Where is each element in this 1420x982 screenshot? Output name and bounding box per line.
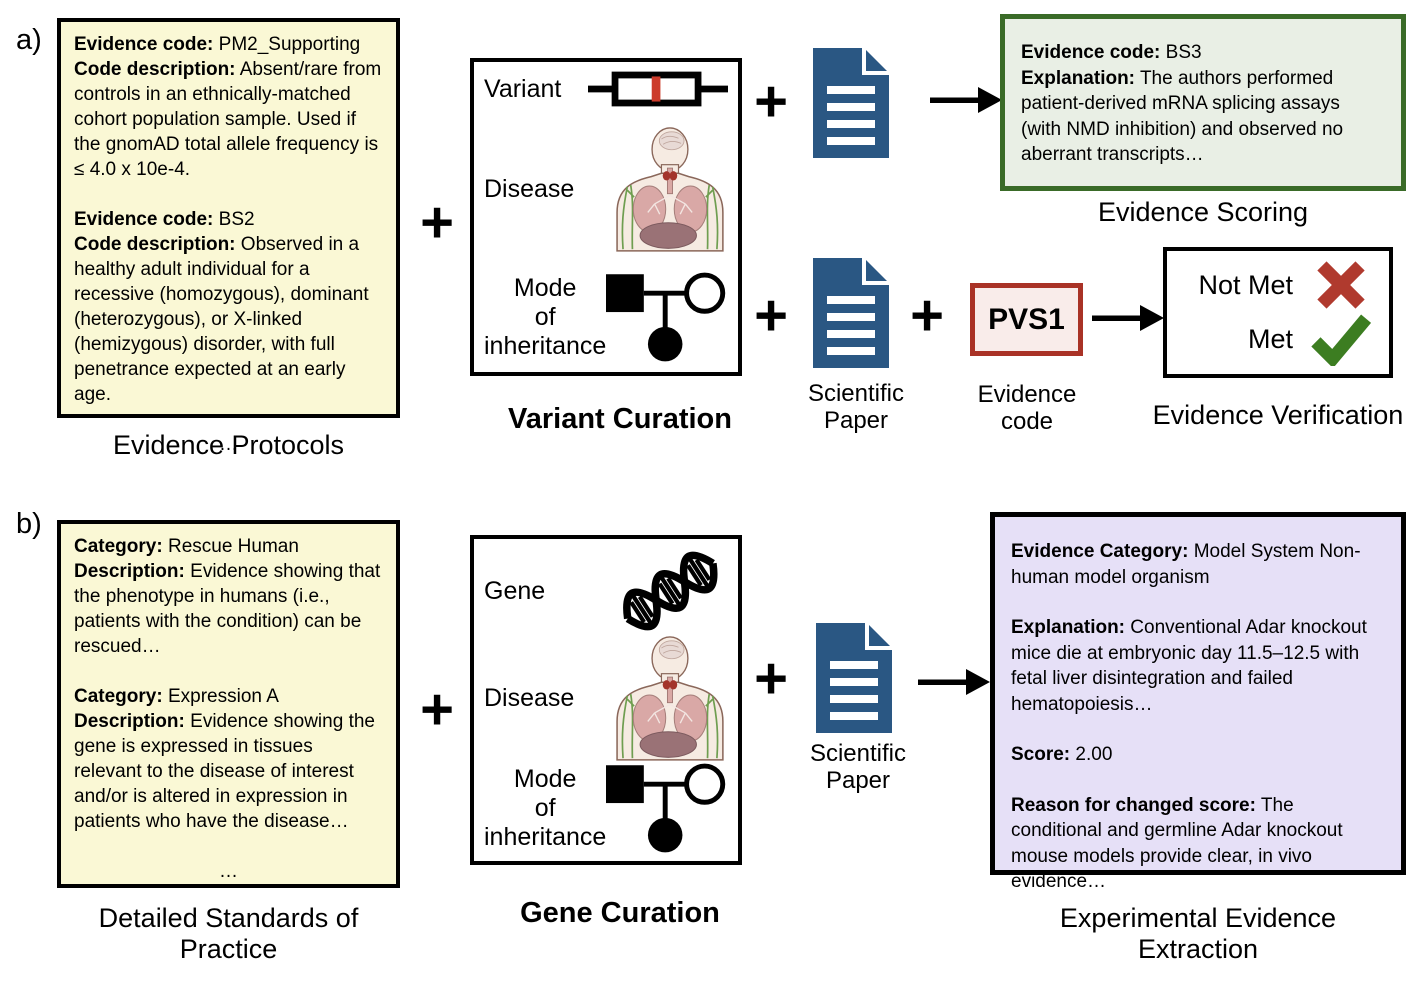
check-icon [1309,314,1373,366]
evidence-scoring-box: Evidence code: BS3 Explanation: The auth… [1000,14,1406,191]
category-label: Category: [74,536,163,557]
gene-curation-box: Gene Disease Mode of inheritance [470,535,742,865]
not-met-label: Not Met [1198,269,1293,300]
met-label: Met [1247,324,1293,355]
extraction-reason: Reason for changed score: The conditiona… [1011,793,1385,895]
variant-curation-caption: Variant Curation [508,403,732,435]
plus-sign: + [754,646,788,711]
scoring-text: Evidence code: BS3 Explanation: The auth… [1021,40,1385,168]
scoring-code-label: Evidence code: [1021,42,1161,63]
mode-of-inheritance-label: Mode of inheritance [484,273,607,360]
gene-label: Gene [484,576,546,605]
extraction-explanation-label: Explanation: [1011,617,1126,638]
met-row: Met [1183,314,1373,366]
cross-icon [1309,259,1373,311]
pedigree-icon [606,270,728,364]
protocol-entry: Evidence code: BS2 Code description: Obs… [74,207,383,407]
disease-label: Disease [484,174,575,203]
extraction-score-label: Score: [1011,744,1071,765]
scoring-code-value: BS3 [1165,42,1202,63]
description-label: Description: [74,561,185,582]
extraction-caption: Experimental Evidence Extraction [1059,903,1337,964]
description-value: Evidence showing the gene is expressed i… [74,711,375,832]
disease-body-icon [600,126,728,252]
description-label: Description: [74,711,185,732]
arrow-icon [1092,305,1164,331]
variant-curation-box: Variant Disease Mode of inheritance [470,58,742,376]
evidence-code-box: PVS1 [970,283,1083,356]
extraction-score: Score: 2.00 [1011,742,1385,768]
ellipsis: … [219,861,238,882]
panel-a-label: a) [16,24,42,56]
variant-label: Variant [484,74,562,103]
evidence-scoring-caption: Evidence Scoring [1097,197,1309,227]
dna-icon [616,547,728,635]
scientific-paper-icon [813,258,889,368]
protocol-desc-value: Observed in a healthy adult individual f… [74,234,369,405]
gene-variant-icon [588,70,728,108]
extraction-category: Evidence Category: Model System Non-huma… [1011,539,1385,590]
protocol-desc-label: Code description: [74,234,236,255]
mode-of-inheritance-label: Mode of inheritance [484,764,607,851]
extraction-reason-label: Reason for changed score: [1011,794,1256,816]
evidence-verification-caption: Evidence Verification [1152,400,1404,430]
arrow-icon [918,669,990,695]
standards-box: Category: Rescue Human Description: Evid… [57,520,400,888]
evidence-protocols-caption: Evidence Protocols [112,430,345,460]
extraction-reason-value: The conditional and germline Adar knocko… [1011,794,1343,893]
extraction-score-value: 2.00 [1075,744,1113,765]
mode-of-inheritance-row: Mode of inheritance [484,270,728,364]
panel-b-label: b) [16,508,42,540]
ellipsis: … [219,434,238,455]
protocol-code-value: BS2 [218,209,255,230]
not-met-row: Not Met [1183,259,1373,311]
arrow-icon [930,87,1002,113]
extraction-explanation: Explanation: Conventional Adar knockout … [1011,615,1385,717]
protocol-code-label: Evidence code: [74,209,214,230]
scientific-paper-icon [813,48,889,158]
extraction-category-label: Evidence Category: [1011,541,1189,562]
scoring-explanation-value: The authors performed patient-derived mR… [1021,67,1344,166]
standards-entry: Category: Expression A Description: Evid… [74,684,383,834]
evidence-protocols-box: Evidence code: PM2_Supporting Code descr… [57,18,400,455]
plus-sign: + [420,677,454,742]
protocol-code-value: PM2_Supporting [218,34,361,55]
scientific-paper-caption: Scientific Paper [809,740,907,794]
standards-entry: Category: Rescue Human Description: Evid… [74,534,383,659]
protocol-entry: Evidence code: PM2_Supporting Code descr… [74,32,383,182]
plus-sign: + [420,190,454,255]
category-value: Rescue Human [167,536,299,557]
category-label: Category: [74,686,163,707]
standards-caption: Detailed Standards of Practice [98,903,359,964]
extraction-category-value: Model System Non-human model organism [1011,541,1361,588]
pedigree-icon [606,761,728,855]
scoring-explanation-label: Explanation: [1021,67,1136,89]
evidence-code-caption: Evidence code [977,381,1077,435]
mode-of-inheritance-row: Mode of inheritance [484,761,728,855]
disease-body-icon [600,635,728,761]
gene-row: Gene [484,547,728,635]
protocol-code-label: Evidence code: [74,34,214,55]
gene-curation-caption: Gene Curation [520,897,720,929]
scientific-paper-icon [816,623,892,733]
protocol-desc-label: Code description: [74,59,236,80]
plus-sign: + [754,283,788,348]
scientific-paper-caption: Scientific Paper [807,380,905,434]
protocol-desc-value: Absent/rare from controls in an ethnical… [74,59,382,180]
category-value: Expression A [167,686,279,707]
disease-row: Disease [484,635,728,761]
description-value: Evidence showing that the phenotype in h… [74,561,381,657]
evidence-verification-box: Not Met Met [1163,247,1393,378]
plus-sign: + [754,69,788,134]
extraction-explanation-value: Conventional Adar knockout mice die at e… [1011,617,1367,715]
extraction-box: Evidence Category: Model System Non-huma… [990,512,1406,892]
variant-row: Variant [484,70,728,108]
plus-sign: + [910,283,944,348]
disease-label: Disease [484,683,575,712]
disease-row: Disease [484,126,728,252]
